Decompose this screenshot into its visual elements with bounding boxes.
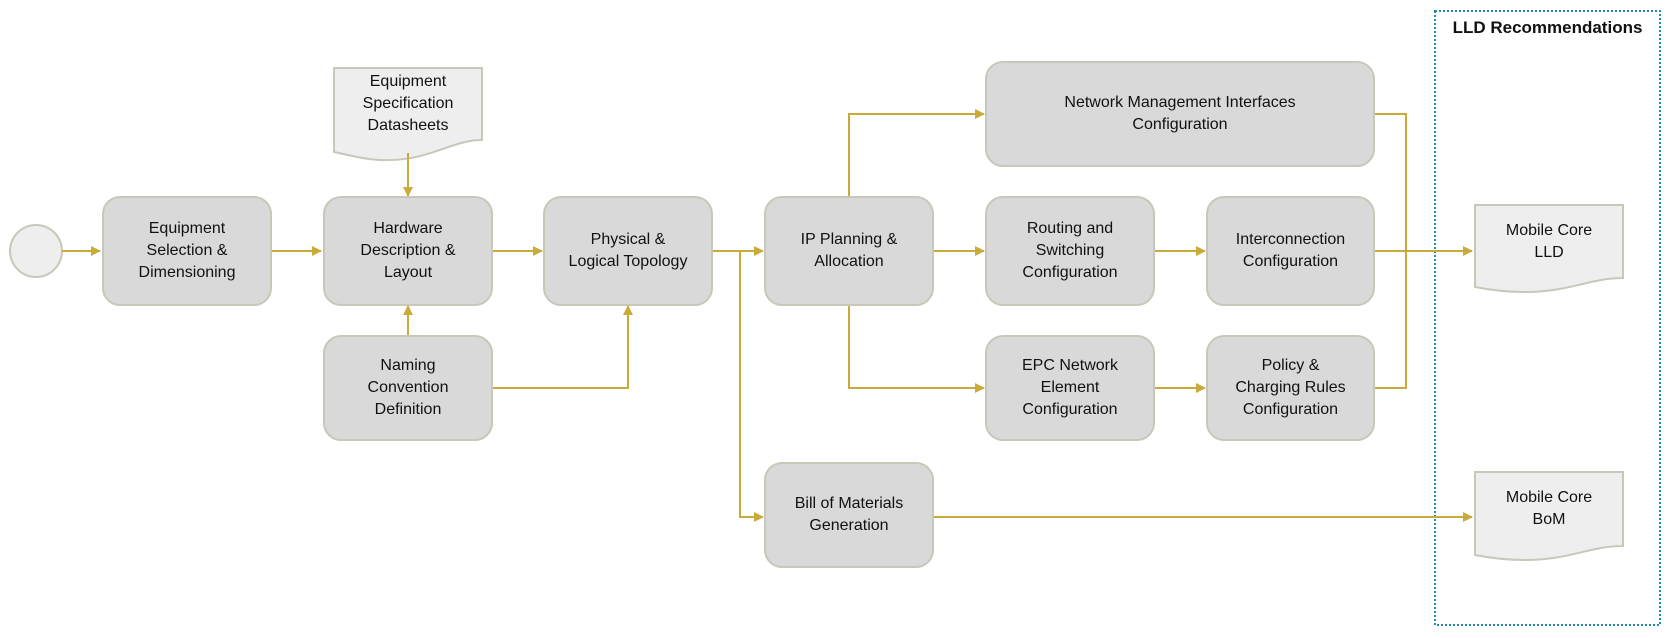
connector-ip-to-epc (848, 306, 985, 393)
connector-physical-to-bom-generation (713, 250, 764, 522)
physical-logical-topology-step[interactable]: Physical & Logical Topology (543, 196, 713, 306)
connector-policy-to-lld (1375, 251, 1407, 389)
spec-datasheets-label: Equipment Specification Datasheets (362, 73, 454, 134)
start-event-circle-icon (9, 224, 63, 278)
connector-naming-to-physical (493, 305, 633, 389)
connector-ip-to-nms (848, 109, 985, 196)
mobile-core-bom-document-shape (1474, 471, 1624, 562)
lld-recommendations-region (1434, 10, 1661, 626)
mobile-core-lld-label: Mobile Core LLD (1505, 222, 1593, 261)
ip-planning-step[interactable]: IP Planning & Allocation (764, 196, 934, 306)
spec-datasheets-document-shape (333, 67, 483, 162)
lld-recommendations-title: LLD Recommendations (1452, 18, 1643, 37)
hardware-description-step[interactable]: Hardware Description & Layout (323, 196, 493, 306)
mobile-core-bom-label: Mobile Core BoM (1505, 489, 1593, 528)
nms-interfaces-step[interactable]: Network Management Interfaces Configurat… (985, 61, 1375, 167)
policy-charging-step[interactable]: Policy & Charging Rules Configuration (1206, 335, 1375, 441)
connector-nms-to-lld (1375, 113, 1407, 251)
bom-generation-step[interactable]: Bill of Materials Generation (764, 462, 934, 568)
mobile-core-lld-document-shape (1474, 204, 1624, 294)
equipment-selection-step[interactable]: Equipment Selection & Dimensioning (102, 196, 272, 306)
routing-switching-step[interactable]: Routing and Switching Configuration (985, 196, 1155, 306)
epc-element-step[interactable]: EPC Network Element Configuration (985, 335, 1155, 441)
naming-convention-step[interactable]: Naming Convention Definition (323, 335, 493, 441)
interconnection-step[interactable]: Interconnection Configuration (1206, 196, 1375, 306)
